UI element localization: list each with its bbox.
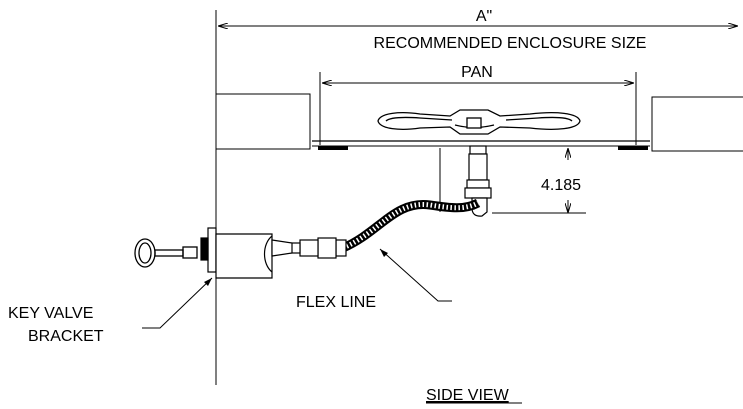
height-dimension-value: 4.185 <box>541 177 581 194</box>
pan-label: PAN <box>461 64 493 81</box>
pan-lip-right <box>618 146 648 150</box>
burner <box>377 109 581 135</box>
flex-line-hose <box>341 198 481 253</box>
enclosure-left-block <box>216 93 311 150</box>
key-valve-label-line2: BRACKET <box>28 328 104 345</box>
key-valve-bracket <box>200 227 293 279</box>
enclosure-size-label: RECOMMENDED ENCLOSURE SIZE <box>374 35 647 52</box>
enclosure-right-block <box>651 96 743 152</box>
view-title: SIDE VIEW <box>426 387 510 404</box>
key-icon <box>134 238 198 268</box>
flex-line-leader <box>379 248 452 302</box>
key-valve-leader <box>142 277 213 329</box>
hose-connector <box>289 237 347 259</box>
pan-lip-left <box>318 146 348 150</box>
a-dimension-label: A" <box>476 8 492 25</box>
flex-line-label: FLEX LINE <box>296 294 376 311</box>
key-valve-label-line1: KEY VALVE <box>8 305 93 322</box>
